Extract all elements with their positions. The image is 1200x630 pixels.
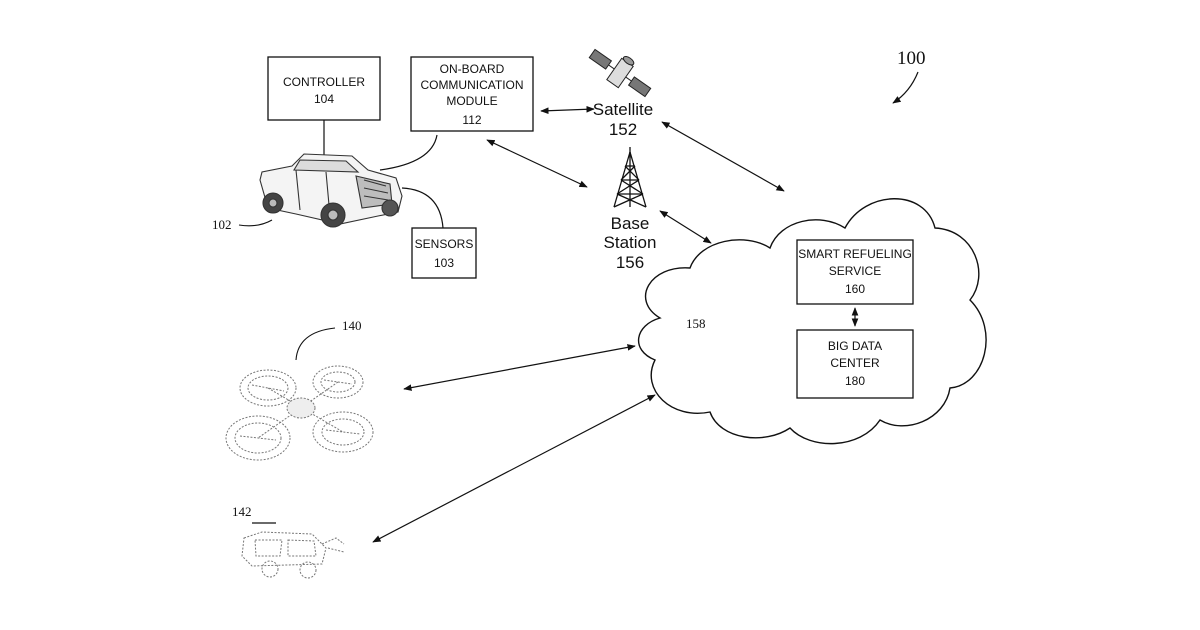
controller-number: 104 xyxy=(314,92,334,106)
refueling-label-2: SERVICE xyxy=(829,264,881,278)
pickup-truck-icon xyxy=(260,154,402,227)
comm-module-label-1: ON-BOARD xyxy=(440,62,505,76)
refueling-label-1: SMART REFUELING xyxy=(798,247,912,261)
big-data-center-box: BIG DATA CENTER 180 xyxy=(797,330,913,398)
sensors-label: SENSORS xyxy=(415,237,474,251)
drone-ref-leader xyxy=(296,328,335,360)
cloud-ref: 158 xyxy=(686,316,706,331)
satellite-cloud-arrow xyxy=(662,122,784,191)
satellite-number: 152 xyxy=(609,120,637,139)
comm-basestation-arrow xyxy=(487,140,587,187)
satellite-label: Satellite xyxy=(593,100,653,119)
ground-robot-icon xyxy=(242,532,344,578)
satellite-icon xyxy=(585,39,658,103)
comm-satellite-arrow xyxy=(541,109,594,111)
figure-ref-label: 100 xyxy=(897,48,926,69)
controller-label: CONTROLLER xyxy=(283,75,365,89)
comm-module-box: ON-BOARD COMMUNICATION MODULE 112 xyxy=(411,57,533,131)
bigdata-label-2: CENTER xyxy=(830,356,880,370)
vehicle-ref-leader xyxy=(239,220,272,226)
sensors-box: SENSORS 103 xyxy=(412,228,476,278)
base-station-label-2: Station xyxy=(604,233,657,252)
sensors-number: 103 xyxy=(434,256,454,270)
comm-module-number: 112 xyxy=(462,113,481,127)
bigdata-label-1: BIG DATA xyxy=(828,339,882,353)
ground-robot-ref: 142 xyxy=(232,504,252,519)
cell-tower-icon xyxy=(614,147,646,207)
sensors-link xyxy=(402,188,443,228)
comm-module-label-3: MODULE xyxy=(446,94,497,108)
figure-ref-arrow xyxy=(893,72,918,103)
base-station-label-1: Base xyxy=(611,214,650,233)
robot-cloud-arrow xyxy=(373,395,655,542)
controller-box: CONTROLLER 104 xyxy=(268,57,380,120)
drone-icon xyxy=(226,366,373,460)
drone-ref: 140 xyxy=(342,318,362,333)
basestation-cloud-arrow xyxy=(660,211,711,243)
drone-cloud-arrow xyxy=(404,346,635,389)
vehicle-ref: 102 xyxy=(212,217,232,232)
refueling-number: 160 xyxy=(845,282,865,296)
bigdata-number: 180 xyxy=(845,374,865,388)
comm-module-link xyxy=(380,135,437,170)
base-station-number: 156 xyxy=(616,253,644,272)
refueling-service-box: SMART REFUELING SERVICE 160 xyxy=(797,240,913,304)
comm-module-label-2: COMMUNICATION xyxy=(420,78,523,92)
